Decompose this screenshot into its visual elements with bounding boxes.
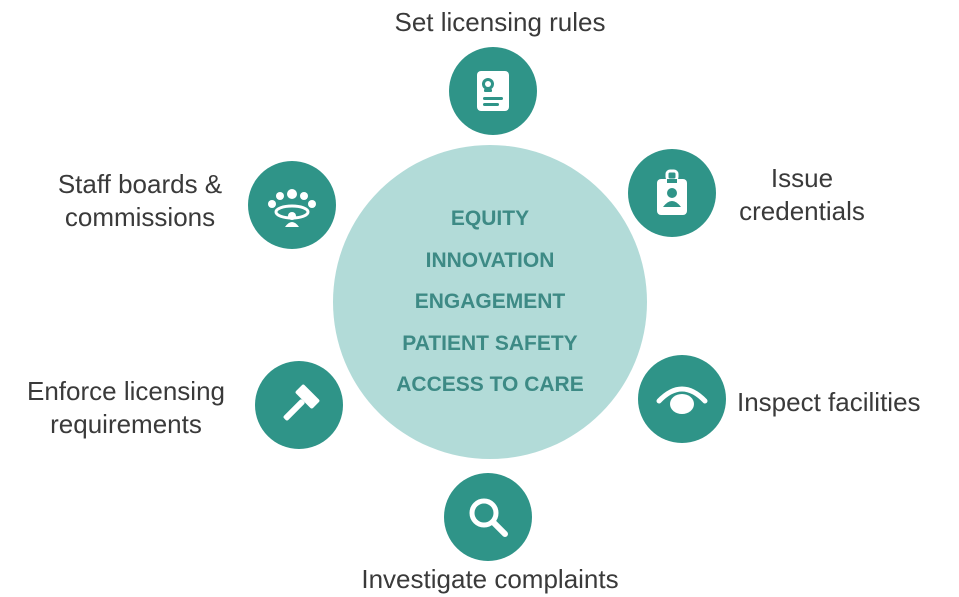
center-values-circle [333, 145, 647, 459]
node-staff-boards [248, 161, 336, 249]
label-issue-credentials: Issue credentials [722, 162, 882, 228]
core-values-list: EQUITY INNOVATION ENGAGEMENT PATIENT SAF… [333, 198, 647, 406]
node-inspect-facilities [638, 355, 726, 443]
label-line: Enforce licensing [27, 376, 225, 406]
document-icon [477, 71, 509, 111]
eye-icon [656, 386, 708, 414]
value-engagement: ENGAGEMENT [414, 290, 566, 313]
label-line: Inspect facilities [737, 387, 921, 417]
value-patient-safety: PATIENT SAFETY [402, 331, 578, 355]
label-line: Issue [770, 163, 834, 193]
magnifier-icon [469, 498, 508, 537]
label-line: Set licensing rules [394, 7, 606, 37]
gavel-icon [283, 384, 320, 421]
label-staff-boards: Staff boards & commissions [40, 168, 240, 234]
id-badge-icon [657, 169, 687, 215]
label-line: Staff boards & [57, 169, 223, 199]
label-enforce-licensing-requirements: Enforce licensing requirements [6, 375, 246, 441]
label-line: commissions [64, 202, 216, 232]
label-line: credentials [739, 196, 865, 226]
node-enforce-licensing-requirements [255, 361, 343, 449]
node-set-licensing-rules [449, 47, 537, 135]
label-inspect-facilities: Inspect facilities [737, 386, 921, 419]
label-line: requirements [50, 409, 202, 439]
meeting-icon [268, 189, 316, 227]
label-line: Investigate complaints [361, 564, 619, 594]
label-set-licensing-rules: Set licensing rules [330, 6, 670, 39]
label-investigate-complaints: Investigate complaints [300, 563, 680, 596]
node-issue-credentials [628, 149, 716, 237]
value-innovation: INNOVATION [425, 248, 555, 272]
value-access-to-care: ACCESS TO CARE [396, 373, 584, 396]
value-equity: EQUITY [450, 207, 530, 230]
node-investigate-complaints [444, 473, 532, 561]
